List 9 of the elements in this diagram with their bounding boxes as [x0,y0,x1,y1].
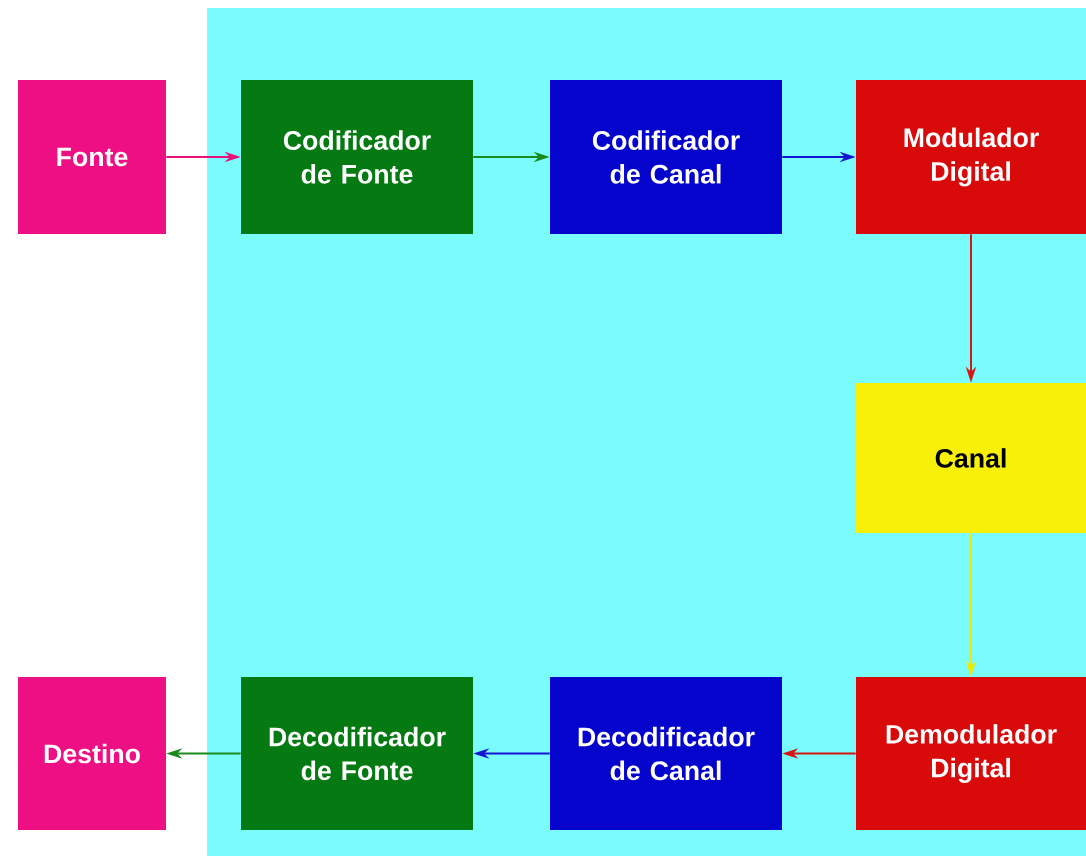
process-box: Codificador de Canal [550,80,782,234]
process-box: Decodificador de Canal [550,677,782,830]
process-box: Demodulador Digital [856,677,1086,830]
process-box: Destino [18,677,166,830]
process-box: Canal [856,383,1086,533]
process-box: Modulador Digital [856,80,1086,234]
process-box: Codificador de Fonte [241,80,473,234]
process-box: Fonte [18,80,166,234]
process-box: Decodificador de Fonte [241,677,473,830]
